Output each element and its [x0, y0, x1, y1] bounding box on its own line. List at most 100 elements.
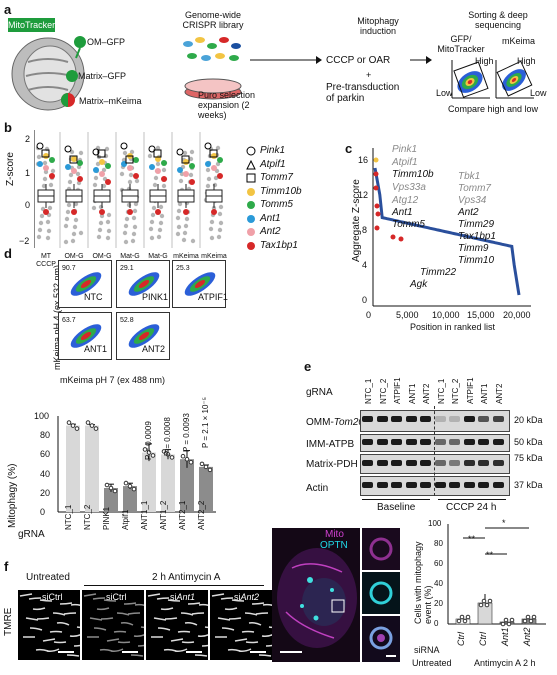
pretransduction-label: Pre-transduction of parkin	[326, 82, 400, 104]
highlight-gene-dot	[120, 142, 128, 150]
cccp-bracket	[438, 499, 506, 500]
replicate-dot	[74, 426, 80, 431]
replicate-dot	[150, 453, 156, 458]
gene-dot	[148, 226, 154, 232]
gene-dot	[159, 213, 165, 219]
blot-band	[362, 460, 373, 466]
tax1bp1-dot	[155, 209, 161, 215]
gene-label: Tomm7	[458, 183, 491, 194]
bar-ytick: 40	[40, 468, 51, 479]
blot-band	[434, 416, 446, 422]
highlight-gene-dot	[133, 173, 139, 179]
gene-dot	[216, 234, 222, 240]
sig-3: *	[502, 518, 506, 528]
highlight-gene-dot	[77, 160, 83, 166]
gate-value: 63.7	[62, 317, 76, 324]
gene-dot	[209, 219, 215, 225]
gene-dot	[39, 213, 45, 219]
gene-dot	[155, 161, 161, 167]
gene-dot	[78, 230, 84, 236]
gene-dot	[175, 215, 181, 221]
matrix-gfp-label: Matrix–GFP	[78, 71, 127, 81]
highlight-gene-dot	[373, 171, 379, 177]
gene-dot	[156, 234, 162, 240]
replicate-dot	[70, 423, 76, 428]
gene-dot	[188, 156, 194, 162]
highlight-gene-dot	[71, 156, 77, 162]
bar	[180, 459, 194, 512]
kda-50: 50 kDa	[514, 437, 543, 447]
gene-dot	[92, 182, 98, 188]
b-ytick-4: −2	[19, 236, 30, 246]
bar	[104, 488, 118, 512]
row-atpb-label: IMM-ATPB	[306, 439, 355, 450]
tomm7-marker	[97, 149, 106, 158]
highlight-gene-dot	[36, 142, 44, 150]
legend-marker	[247, 201, 255, 209]
untreated-title: Untreated	[26, 572, 70, 583]
highlight-gene-dot	[161, 176, 167, 182]
gene-dot	[101, 167, 107, 173]
gene-label: Atpif1	[392, 157, 418, 168]
legend-label: Ant2	[260, 226, 281, 237]
sig-2: **	[486, 550, 494, 560]
highlight-gene-dot	[149, 164, 155, 170]
blot-band	[463, 460, 475, 466]
gene-dot	[64, 216, 70, 222]
p-value: P = 2.1 × 10⁻⁵	[201, 397, 210, 448]
gene-dot	[70, 238, 76, 244]
blot-band	[376, 460, 388, 466]
highlight-gene-dot	[49, 173, 55, 179]
baseline-bracket	[362, 499, 430, 500]
low-label-2: Low	[530, 88, 547, 98]
legend-label: Tax1bp1	[260, 239, 298, 251]
lane-label: ANT1	[480, 383, 489, 404]
highlight-gene-dot	[375, 211, 381, 217]
blot-band	[434, 482, 446, 488]
gene-dot	[42, 160, 48, 166]
blot-band	[478, 416, 489, 422]
gene-dot	[119, 171, 125, 177]
sictrl-label-2: siCtrl	[106, 592, 127, 602]
gene-label: Pink1	[392, 144, 418, 155]
library-title: Genome-wide CRISPR library	[182, 10, 244, 30]
tomm7-marker	[209, 149, 218, 158]
gene-dot	[48, 182, 54, 188]
gene-dot	[47, 205, 53, 211]
blot-band	[391, 439, 402, 445]
legend-label: Timm10b	[260, 185, 302, 197]
gene-dot	[176, 224, 182, 230]
gfp-mitotracker-label: GFP/ MitoTracker	[437, 34, 485, 54]
f-ytick: 60	[434, 559, 443, 568]
flow-xlabel: mKeima pH 7 (ex 488 nm)	[60, 375, 166, 385]
panel-label-b: b	[4, 120, 12, 135]
replicate-dot	[528, 618, 534, 624]
gene-label: Atg12	[392, 195, 419, 206]
cells-ylabel: Cells with mitophagy event (%)	[413, 541, 433, 624]
blot-band	[492, 460, 504, 466]
gene-dot	[98, 204, 104, 210]
legend-label: Tomm5	[260, 199, 293, 210]
replicate-dot	[165, 452, 171, 457]
bar	[85, 425, 99, 512]
blot-band	[492, 482, 504, 488]
high-label-1: High	[475, 56, 494, 66]
highlight-gene-dot	[64, 145, 72, 153]
panel-c-xlabel: Position in ranked list	[410, 322, 496, 332]
gene-dot	[121, 157, 127, 163]
replicate-dot	[161, 449, 167, 454]
replicate-dot	[207, 467, 213, 473]
gene-dot	[212, 182, 218, 188]
blot-band	[362, 482, 373, 488]
boxplot-category-label: MT CCCP	[36, 253, 56, 268]
gene-dot	[151, 205, 157, 211]
gene-dot	[205, 167, 211, 173]
highlight-gene-dot	[49, 157, 55, 163]
blot-band	[463, 416, 475, 422]
replicate-dot	[465, 614, 471, 620]
gene-dot	[217, 211, 223, 217]
flow-plot-name: NTC	[84, 292, 103, 302]
gene-dot	[218, 204, 224, 210]
p-value: P = 0.0093	[182, 413, 191, 452]
replicate-dot	[509, 617, 515, 623]
